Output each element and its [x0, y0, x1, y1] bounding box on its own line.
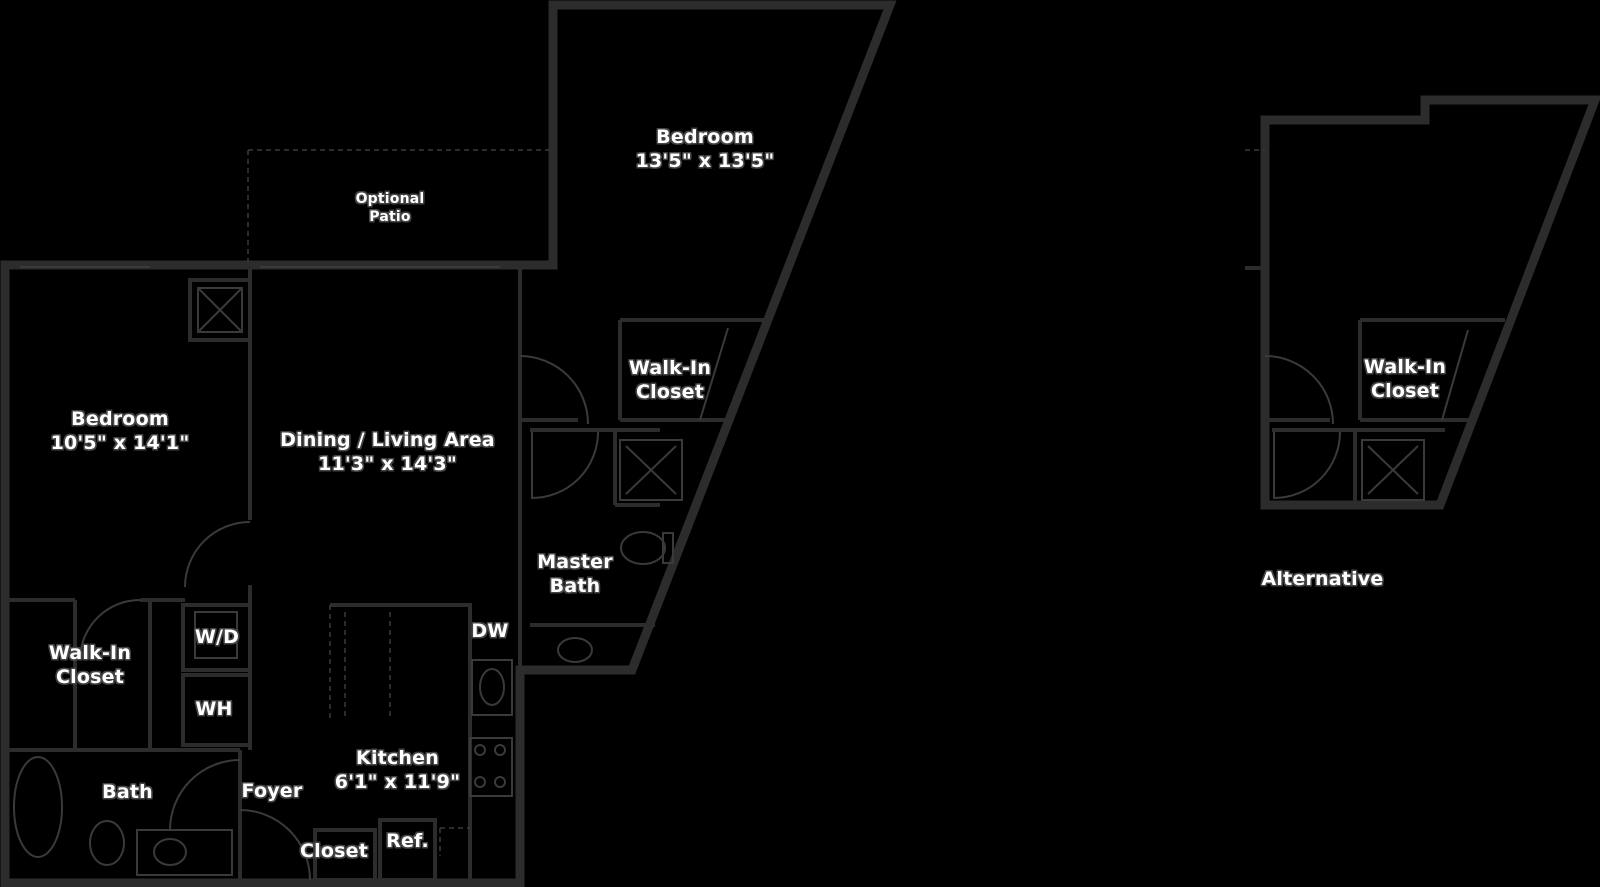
bedroom-second-label: Bedroom 10'5" x 14'1": [40, 408, 200, 456]
wh-label: WH: [195, 698, 233, 720]
alternative-caption: Alternative: [1261, 568, 1384, 590]
kitchen-name: Kitchen: [356, 747, 439, 769]
bath-label: Bath: [102, 781, 153, 803]
kitchen-label: Kitchen 6'1" x 11'9": [330, 747, 465, 795]
alt-walkin-closet-line1: Walk-In: [1363, 356, 1447, 378]
alt-walkin-closet-line2: Closet: [1371, 379, 1439, 402]
master-bath-label: Master Bath: [525, 551, 625, 599]
kitchen-size: 6'1" x 11'9": [334, 770, 461, 793]
walkin-closet-master-line2: Closet: [636, 380, 704, 403]
bedroom-second-name: Bedroom: [71, 408, 169, 430]
bedroom-main-name: Bedroom: [656, 126, 754, 148]
foyer-label: Foyer: [241, 780, 303, 802]
walkin-closet-master-line1: Walk-In: [628, 357, 712, 379]
walkin-closet-master-label: Walk-In Closet: [610, 357, 730, 405]
patio-label: Optional Patio: [340, 191, 440, 226]
patio-line1: Optional: [355, 191, 425, 207]
bedroom-second-size: 10'5" x 14'1": [50, 431, 190, 454]
dining-living-name: Dining / Living Area: [280, 429, 495, 451]
alternative-walls: [1245, 95, 1600, 510]
dw-label: DW: [471, 620, 509, 642]
dining-living-label: Dining / Living Area 11'3" x 14'3": [270, 429, 505, 477]
ref-label: Ref.: [386, 830, 429, 852]
walkin-closet-second-label: Walk-In Closet: [35, 642, 145, 690]
wd-label: W/D: [194, 626, 240, 648]
main-unit-walls: [0, 0, 897, 887]
master-bath-line1: Master: [537, 551, 613, 573]
walkin-closet-second-line2: Closet: [56, 665, 124, 688]
master-bath-line2: Bath: [549, 574, 601, 597]
walkin-closet-second-line1: Walk-In: [48, 642, 132, 664]
dining-living-size: 11'3" x 14'3": [318, 452, 457, 475]
alt-walkin-closet-label: Walk-In Closet: [1345, 356, 1465, 404]
bedroom-main-size: 13'5" x 13'5": [635, 149, 775, 172]
closet-label: Closet: [300, 840, 368, 862]
patio-line2: Patio: [369, 208, 411, 225]
bedroom-main-label: Bedroom 13'5" x 13'5": [620, 126, 790, 174]
